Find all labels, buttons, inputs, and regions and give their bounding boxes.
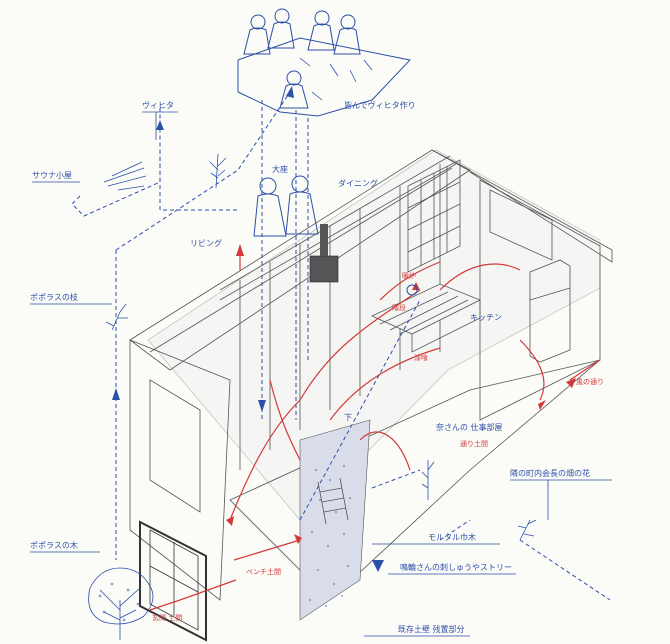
label-vita: ヴィヒタ bbox=[142, 100, 174, 110]
label-grandma-workroom: 奈さんの 仕事部屋 bbox=[436, 422, 503, 432]
flower-sprig-icon bbox=[517, 519, 537, 541]
label-stairs: 階段 bbox=[392, 303, 406, 312]
wood-stove-icon bbox=[309, 224, 339, 283]
label-heater: 暖炉 bbox=[402, 271, 416, 280]
label-mortar-floor: モルタル巾木 bbox=[428, 532, 476, 542]
vita-making-vignette: 皆んでヴィヒタ作り bbox=[237, 8, 416, 117]
label-mortar: 漆喰 bbox=[414, 353, 428, 362]
label-living: リビング bbox=[190, 238, 222, 248]
label-poplar-branch: ポポラスの枝 bbox=[30, 292, 78, 302]
label-bench: ベンチ土間 bbox=[246, 567, 281, 576]
label-existing-earth-wall: 既存土壁 残置部分 bbox=[398, 624, 465, 634]
house-structure bbox=[129, 149, 613, 642]
vita-bundle-icon bbox=[103, 161, 147, 191]
entry-window-frame bbox=[139, 520, 207, 642]
label-flow: 通り土間 bbox=[460, 439, 488, 448]
label-dining: ダイニング bbox=[338, 178, 378, 188]
label-neighbor-flower: 隣の町内会長の畑の花 bbox=[510, 468, 590, 478]
label-shimo: 下 bbox=[344, 413, 352, 422]
label-entry: 玄関 土間 bbox=[152, 613, 182, 622]
poplar-branch-icon bbox=[105, 303, 128, 331]
label-vita-making: 皆んでヴィヒタ作り bbox=[344, 100, 416, 110]
label-sauna-hut: サウナ小屋 bbox=[32, 171, 72, 180]
branch-sprig-icon bbox=[209, 153, 227, 189]
label-kitchen: キッチン bbox=[470, 313, 502, 322]
poplar-tree-icon bbox=[88, 567, 154, 640]
label-poplar-tree: ポポラスの木 bbox=[30, 540, 78, 550]
label-daiza: 大座 bbox=[272, 164, 288, 174]
kitchen-plant-icon bbox=[421, 460, 435, 500]
label-wind: 風の通り bbox=[576, 377, 604, 386]
label-pottery: 鳴輪さんの刺しゅうやストリー bbox=[400, 562, 512, 572]
